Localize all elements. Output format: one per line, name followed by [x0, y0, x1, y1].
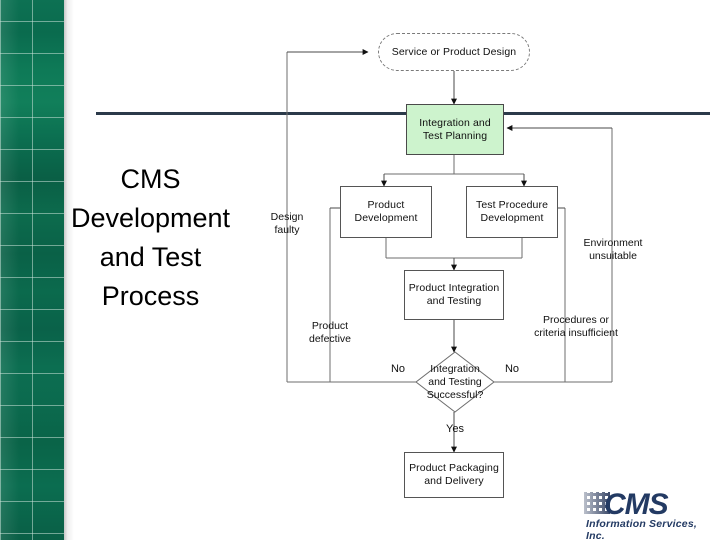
sidebar-shadow [64, 0, 74, 540]
edge-label-line-1: Product [311, 320, 349, 332]
edge-label-product-defective: Product defective [298, 320, 362, 346]
node-label-line-2: Test Planning [422, 129, 488, 142]
node-label-line-2: Development [480, 212, 544, 224]
logo-tagline: Information Services, Inc. [586, 518, 697, 540]
node-label-line-2: and Testing [428, 375, 482, 388]
edge-label-design-faulty: Design faulty [258, 211, 316, 237]
node-label-line-1: Product Integration [408, 282, 500, 294]
node-integration-and-test-planning[interactable]: Integration and Test Planning [406, 104, 504, 155]
edge-label-environment-unsuitable: Environment unsuitable [572, 237, 654, 263]
edge-label-line-1: Design [270, 211, 304, 223]
node-test-procedure-development[interactable]: Test Procedure Development [466, 186, 558, 238]
node-label-line-2: Development [354, 212, 418, 224]
node-label-line-2: and Delivery [424, 475, 484, 487]
edge-label-line-2: faulty [274, 224, 300, 236]
node-product-integration-and-testing[interactable]: Product Integration and Testing [404, 270, 504, 320]
title-divider-rule [96, 112, 710, 115]
checkerboard-icon [584, 492, 610, 514]
branch-label-no-left: No [390, 363, 406, 375]
node-service-or-product-design[interactable]: Service or Product Design [378, 33, 530, 71]
node-label-line-1: Integration [430, 362, 480, 375]
edge-label-procedures-or-criteria-insufficient: Procedures or criteria insufficient [524, 314, 628, 340]
branch-label-yes: Yes [446, 423, 464, 435]
node-label-line-1: Integration and [419, 116, 491, 129]
edge-label-line-1: Environment [583, 237, 643, 249]
sidebar-decoration [0, 0, 64, 540]
node-product-packaging-and-delivery[interactable]: Product Packaging and Delivery [404, 452, 504, 498]
node-decision-shape[interactable] [414, 350, 496, 414]
edge-label-line-2: unsuitable [589, 250, 637, 262]
node-label-line-2: and Testing [426, 295, 482, 307]
node-label-line-1: Product [367, 199, 405, 211]
cms-logo: CMS Information Services, Inc. [584, 488, 710, 540]
node-label-line-3: Successful? [426, 388, 484, 401]
logo-wordmark: CMS [604, 488, 669, 521]
node-label-line-1: Product Packaging [409, 462, 499, 474]
edge-label-line-2: defective [308, 333, 352, 345]
node-label-line-1: Test Procedure [475, 199, 549, 211]
edge-label-line-1: Procedures or [543, 314, 609, 326]
node-decision-label: Integration and Testing Successful? [414, 350, 496, 414]
sidebar-grid-pattern [0, 0, 64, 540]
node-label: Service or Product Design [391, 45, 517, 58]
branch-label-no-right: No [504, 363, 520, 375]
node-product-development[interactable]: Product Development [340, 186, 432, 238]
edge-label-line-2: criteria insufficient [534, 327, 618, 339]
